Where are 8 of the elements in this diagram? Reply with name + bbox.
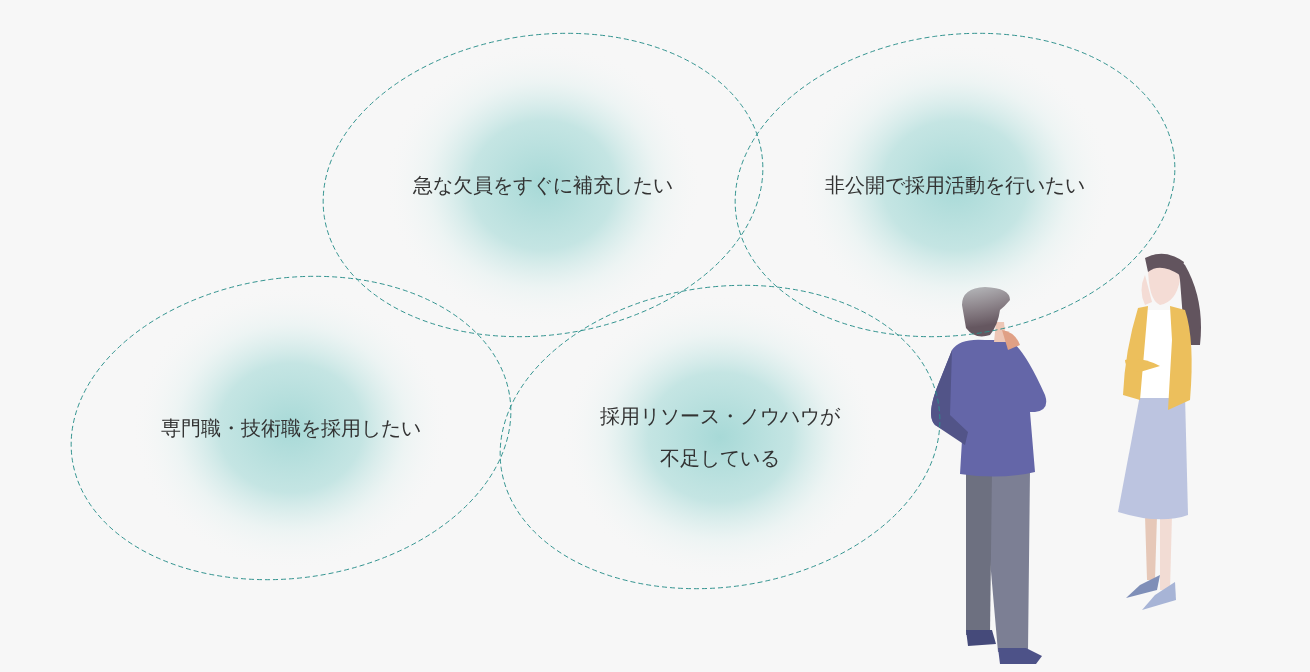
bubble-text: 専門職・技術職を採用したい [160, 415, 422, 442]
bubble-text: 非公開で採用活動を行いたい [824, 172, 1086, 199]
speech-bubble [733, 34, 1177, 336]
speech-bubble [69, 277, 513, 579]
bubble-text: 採用リソース・ノウハウが不足している [599, 403, 841, 472]
bubble-text: 急な欠員をすぐに補充したい [412, 172, 674, 199]
speech-bubble [498, 286, 942, 588]
speech-bubble [321, 34, 765, 336]
